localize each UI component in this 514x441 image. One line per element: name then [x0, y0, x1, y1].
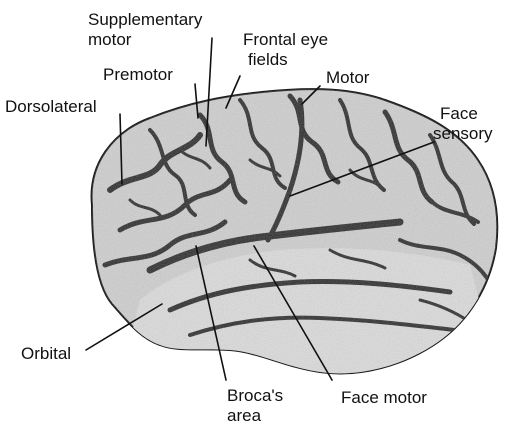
label-brocas-area: Broca's area [227, 386, 283, 426]
label-face-motor: Face motor [341, 388, 427, 408]
label-face-sensory: Face sensory [440, 104, 493, 144]
label-orbital: Orbital [21, 344, 71, 364]
label-dorsolateral: Dorsolateral [5, 97, 97, 117]
label-supplementary-motor: Supplementary motor [88, 10, 202, 50]
label-motor: Motor [326, 68, 369, 88]
label-premotor: Premotor [103, 65, 173, 85]
label-frontal-eye-fields: Frontal eye fields [243, 30, 328, 70]
